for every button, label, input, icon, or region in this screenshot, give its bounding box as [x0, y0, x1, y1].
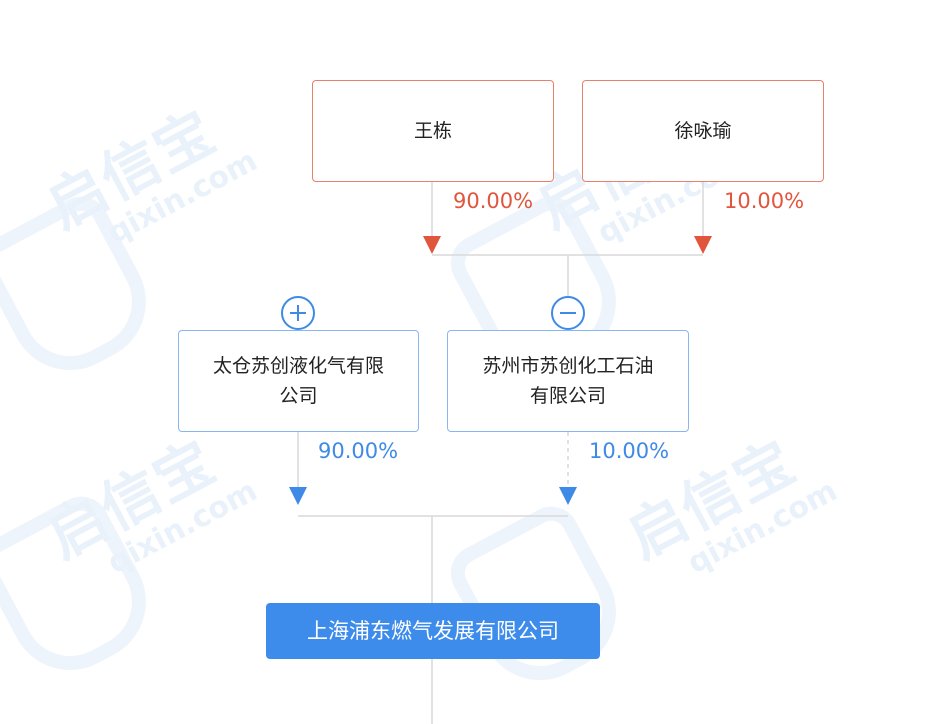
arrow-down-icon	[289, 487, 307, 505]
minus-icon	[560, 312, 576, 314]
shareholding-percent: 90.00%	[453, 189, 534, 213]
company-name-line2: 有限公司	[529, 385, 606, 407]
company-name-line1: 太仓苏创液化气有限	[212, 355, 384, 377]
company-box-taicang[interactable]: 太仓苏创液化气有限 公司	[178, 330, 419, 432]
collapse-button[interactable]	[551, 296, 585, 330]
shareholder-box-xu[interactable]: 徐咏瑜	[582, 80, 824, 182]
company-name-line2: 公司	[279, 385, 318, 407]
arrow-down-icon	[694, 236, 712, 254]
shareholder-box-wang[interactable]: 王栋	[312, 80, 554, 182]
company-box-suzhou[interactable]: 苏州市苏创化工石油 有限公司	[447, 330, 689, 432]
expand-button[interactable]	[281, 296, 315, 330]
arrow-down-icon	[559, 487, 577, 505]
shareholding-percent: 90.00%	[318, 439, 399, 463]
shareholding-percent: 10.00%	[589, 439, 670, 463]
arrow-down-icon	[423, 236, 441, 254]
company-name-line1: 苏州市苏创化工石油	[482, 355, 654, 377]
target-company-name: 上海浦东燃气发展有限公司	[307, 619, 559, 643]
shareholder-name: 王栋	[413, 120, 452, 142]
target-company-box[interactable]: 上海浦东燃气发展有限公司	[266, 603, 600, 659]
shareholder-name: 徐咏瑜	[674, 120, 732, 142]
plus-icon	[290, 305, 306, 321]
shareholding-percent: 10.00%	[724, 189, 805, 213]
